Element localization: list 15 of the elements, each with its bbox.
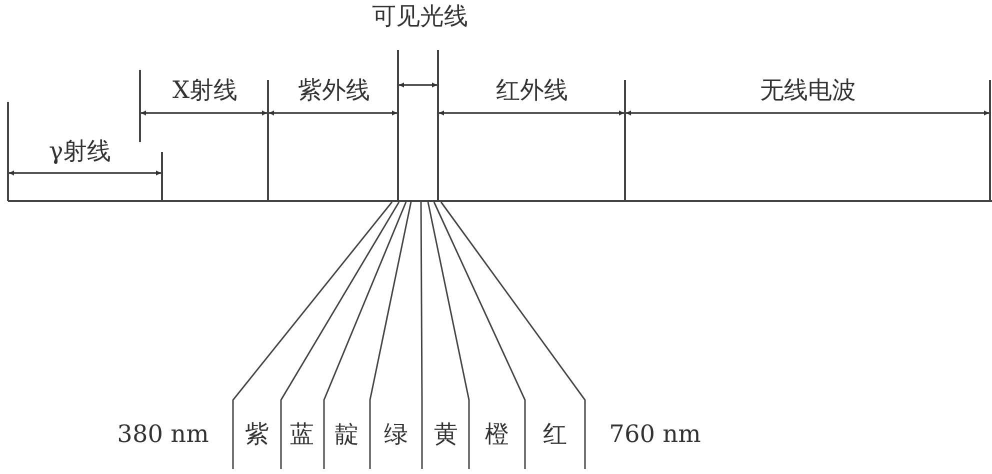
- region-label: 可见光线: [372, 2, 468, 31]
- region-label: X射线: [172, 76, 238, 105]
- color-label: 黄: [434, 420, 458, 449]
- wavelength-label: 760 nm: [609, 420, 701, 449]
- color-label: 绿: [384, 420, 408, 449]
- color-label: 蓝: [290, 420, 314, 449]
- color-label: 红: [543, 420, 567, 449]
- region-label: 无线电波: [760, 76, 856, 105]
- region-label: 红外线: [496, 76, 568, 105]
- wavelength-label: 380 nm: [117, 420, 209, 449]
- region-label: γ射线: [48, 137, 112, 166]
- color-label: 紫: [245, 420, 269, 449]
- color-label: 橙: [485, 420, 509, 449]
- color-label: 靛: [335, 420, 359, 449]
- region-label: 紫外线: [298, 76, 370, 105]
